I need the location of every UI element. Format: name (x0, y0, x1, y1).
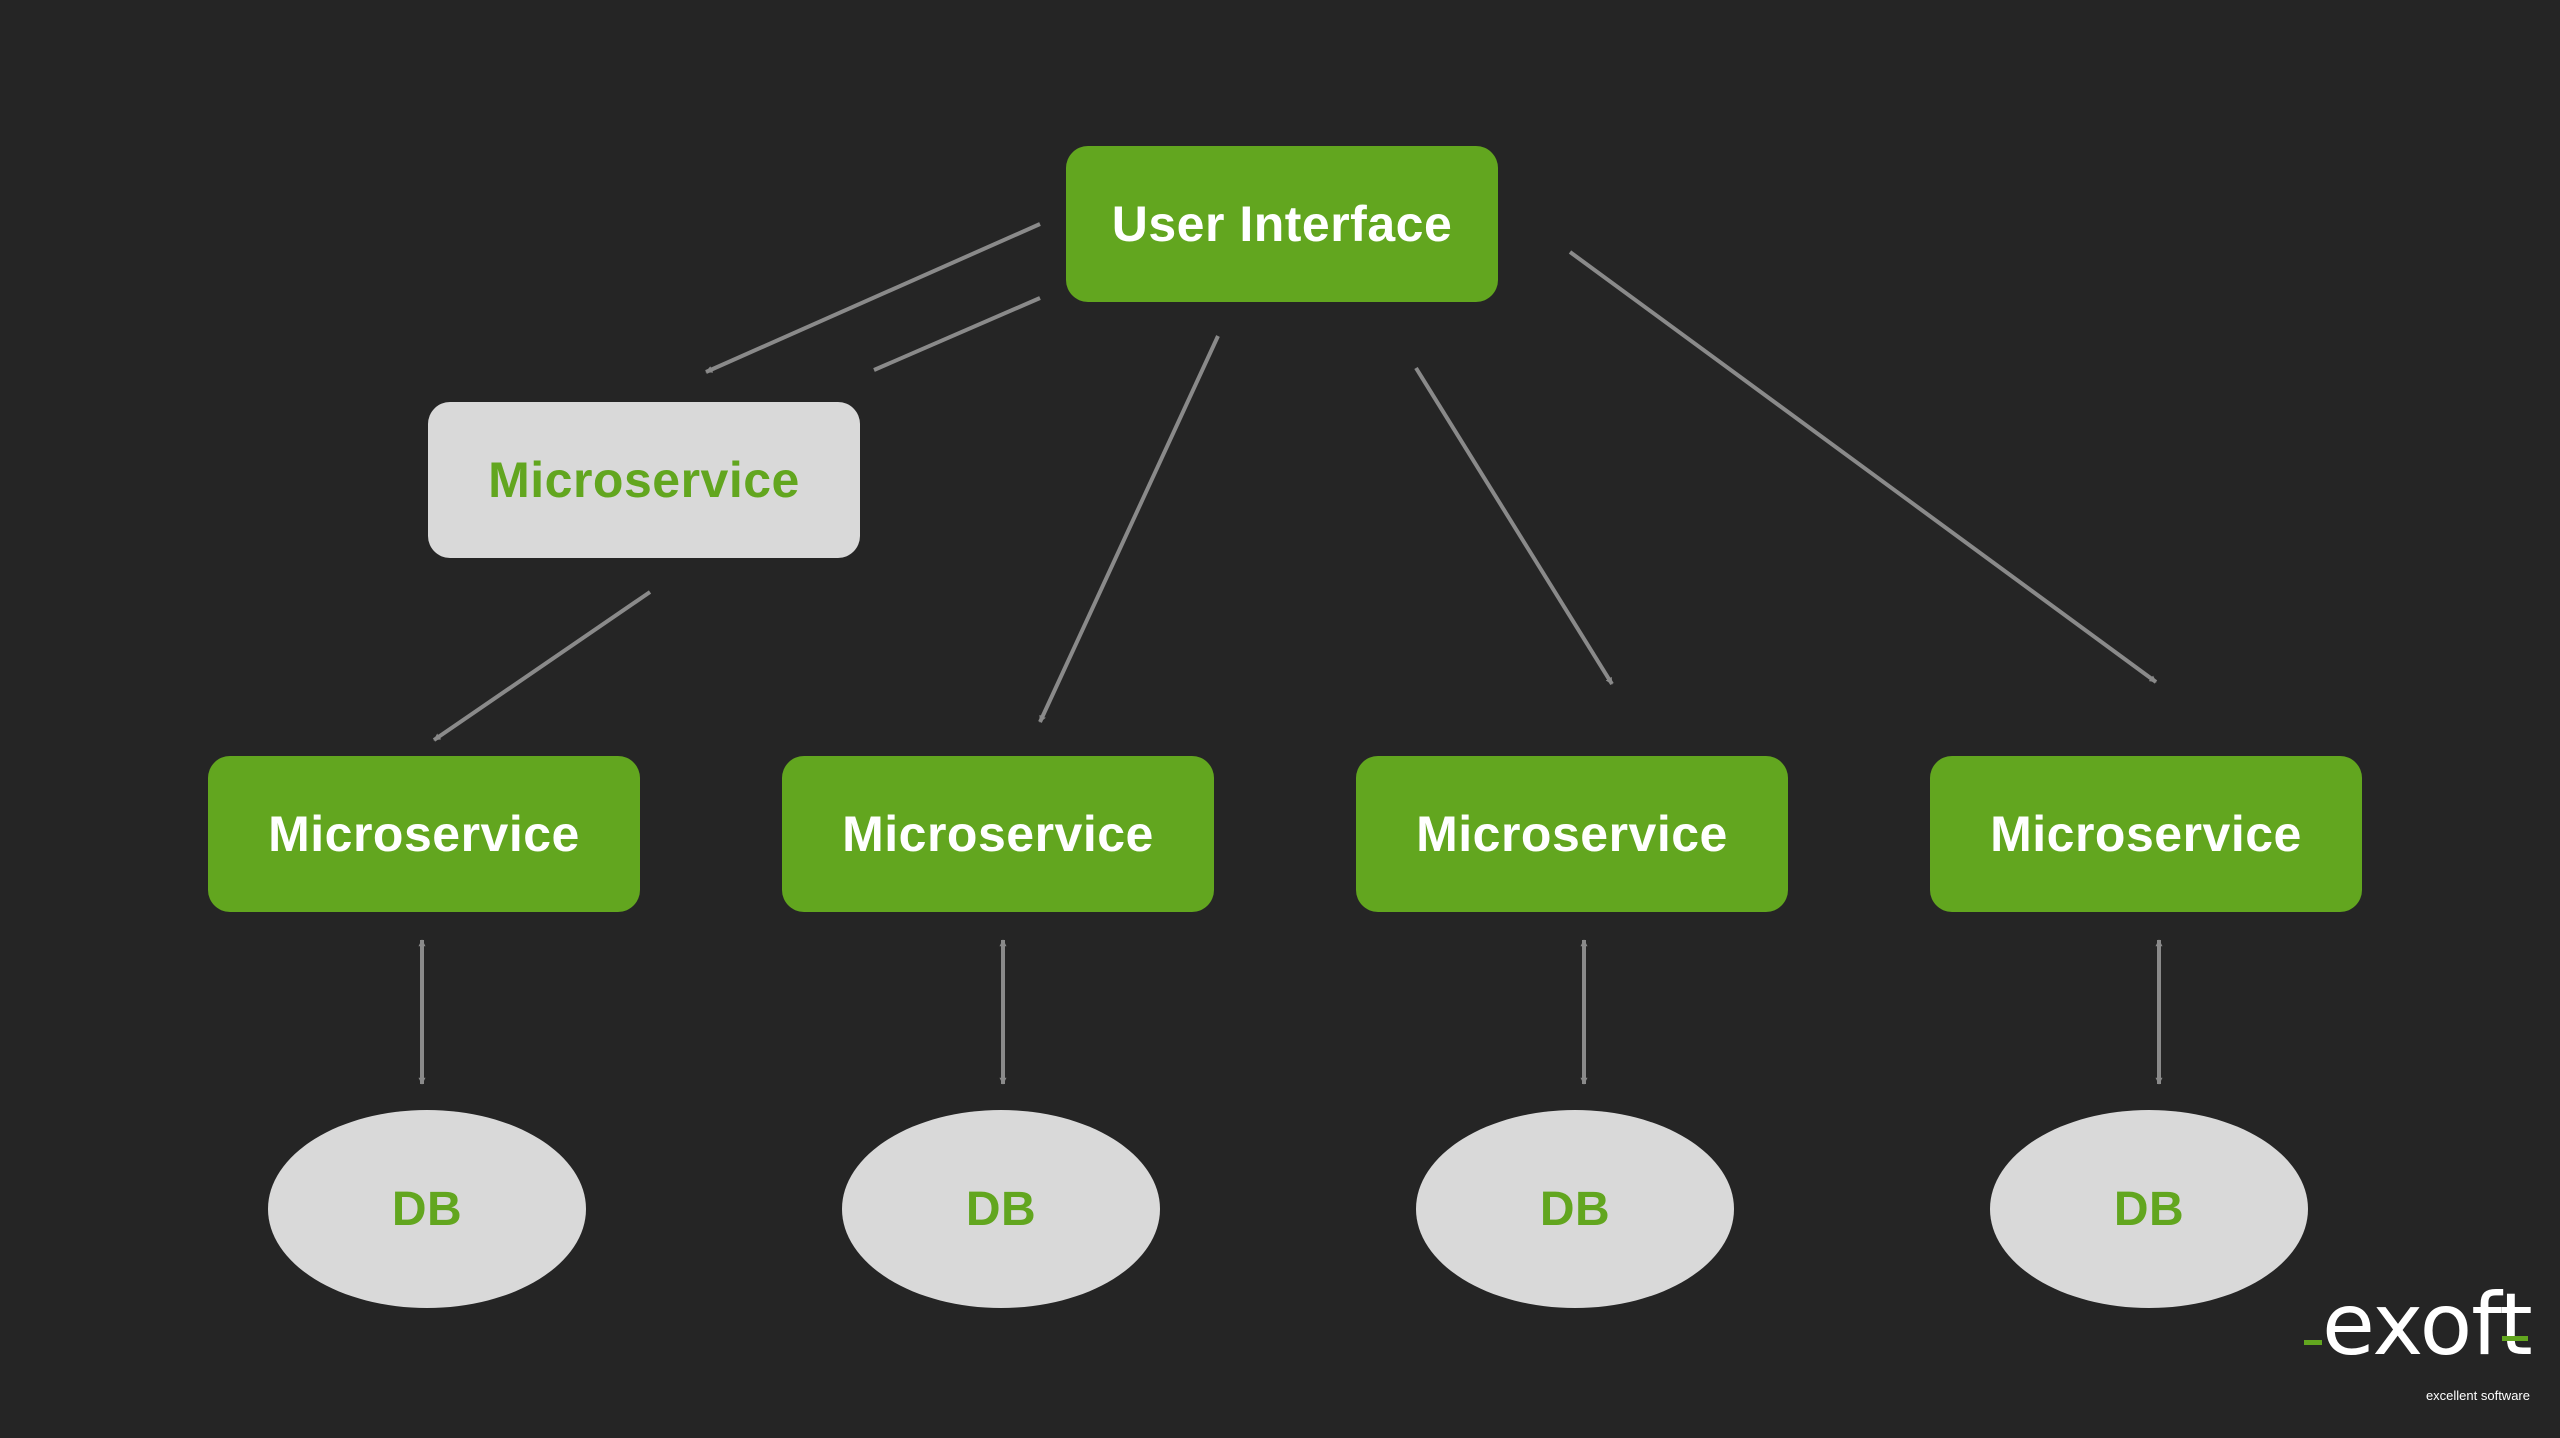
arrow-ui-to-service-2 (1038, 335, 1220, 723)
logo-accent-dash (2304, 1340, 2322, 1345)
microservice-node-3: Microservice (1356, 756, 1788, 912)
arrow-ui-to-gateway (705, 222, 1041, 374)
gateway-microservice-node: Microservice (428, 402, 860, 558)
exoft-logo: exoft excellent software (2300, 1282, 2540, 1412)
user-interface-node: User Interface (1066, 146, 1498, 302)
microservice-node-2: Microservice (782, 756, 1214, 912)
microservice-node-1: Microservice (208, 756, 640, 912)
db-node-2: DB (842, 1110, 1160, 1308)
logo-tagline: excellent software (2425, 1388, 2530, 1403)
arrow-ui-to-service-3 (1414, 366, 1614, 686)
logo-accent-bar (2502, 1336, 2528, 1341)
arrow-ui-to-service-4 (1568, 250, 2158, 684)
db-node-1: DB (268, 1110, 586, 1308)
db-node-4: DB (1990, 1110, 2308, 1308)
arrow-gateway-to-service-1 (432, 590, 652, 742)
microservice-node-4: Microservice (1930, 756, 2362, 912)
db-node-3: DB (1416, 1110, 1734, 1308)
line-gateway-to-ui (873, 296, 1041, 372)
logo-wordmark: exoft (2322, 1275, 2533, 1375)
